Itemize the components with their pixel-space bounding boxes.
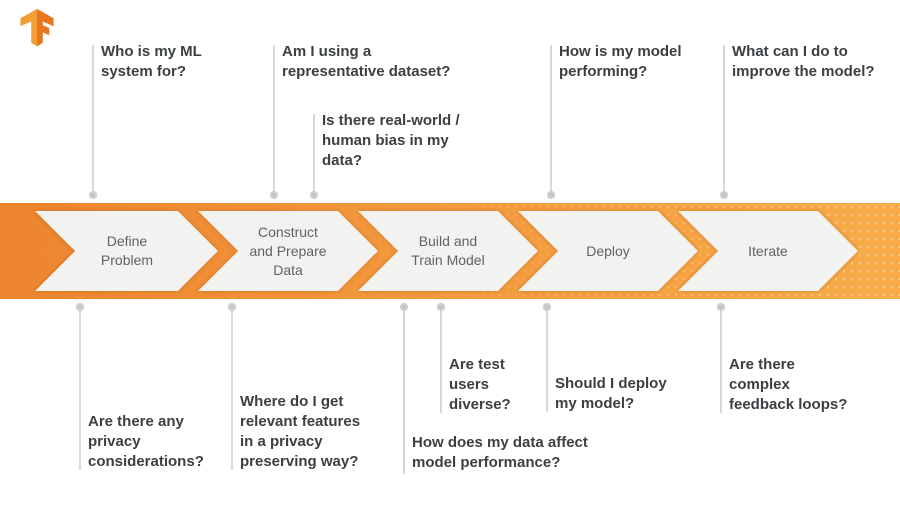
question-text: Who is my ML system for? xyxy=(101,43,202,80)
question-text: How is my model performing? xyxy=(559,43,682,80)
question-text: Is there real-world / human bias in my d… xyxy=(322,112,460,169)
stage-label: Define Problem xyxy=(100,233,154,268)
stage-label: Iterate xyxy=(748,242,788,259)
chevron-build-and-train-model xyxy=(358,211,538,291)
connector-dot xyxy=(720,191,728,199)
chevron-deploy xyxy=(518,211,698,291)
chevron-iterate xyxy=(678,211,858,291)
connector-line xyxy=(231,311,233,470)
stage-label: Deploy xyxy=(586,242,630,259)
connector-dot xyxy=(76,303,84,311)
pipeline-band xyxy=(0,203,900,299)
question-text: Where do I get relevant features in a pr… xyxy=(240,393,361,470)
tensorflow-logo-icon xyxy=(20,8,54,47)
stage-label: Build and Train Model xyxy=(411,233,485,268)
connector-dot xyxy=(270,191,278,199)
question-text: Are there complex feedback loops? xyxy=(729,356,848,413)
connector-line xyxy=(546,311,548,412)
connector-line xyxy=(273,45,275,191)
pipeline-chevrons xyxy=(35,211,858,291)
question-text: What can I do to improve the model? xyxy=(732,43,875,80)
question-text: How does my data affect model performanc… xyxy=(412,434,588,471)
connector-dot xyxy=(543,303,551,311)
question-text: Are test users diverse? xyxy=(449,356,511,413)
question-text: Am I using a representative dataset? xyxy=(282,43,451,80)
connector-line xyxy=(92,45,94,191)
connector-line xyxy=(550,45,552,191)
question-text: Should I deploy my model? xyxy=(555,375,667,412)
connector-line xyxy=(723,45,725,191)
connector-line xyxy=(720,311,722,413)
connector-dot xyxy=(400,303,408,311)
connector-dot xyxy=(717,303,725,311)
stage-label: Construct and Prepare Data xyxy=(249,223,327,278)
connector-dot xyxy=(228,303,236,311)
question-text: Are there any privacy considerations? xyxy=(88,413,204,470)
connector-dot xyxy=(89,191,97,199)
chevron-define-problem xyxy=(35,211,218,291)
connector-line xyxy=(313,114,315,191)
connector-line xyxy=(403,311,405,474)
connector-line xyxy=(79,311,81,470)
chevron-construct-and-prepare-data xyxy=(198,211,378,291)
connector-dot xyxy=(310,191,318,199)
connector-line xyxy=(440,311,442,413)
connector-dot xyxy=(437,303,445,311)
connector-dot xyxy=(547,191,555,199)
